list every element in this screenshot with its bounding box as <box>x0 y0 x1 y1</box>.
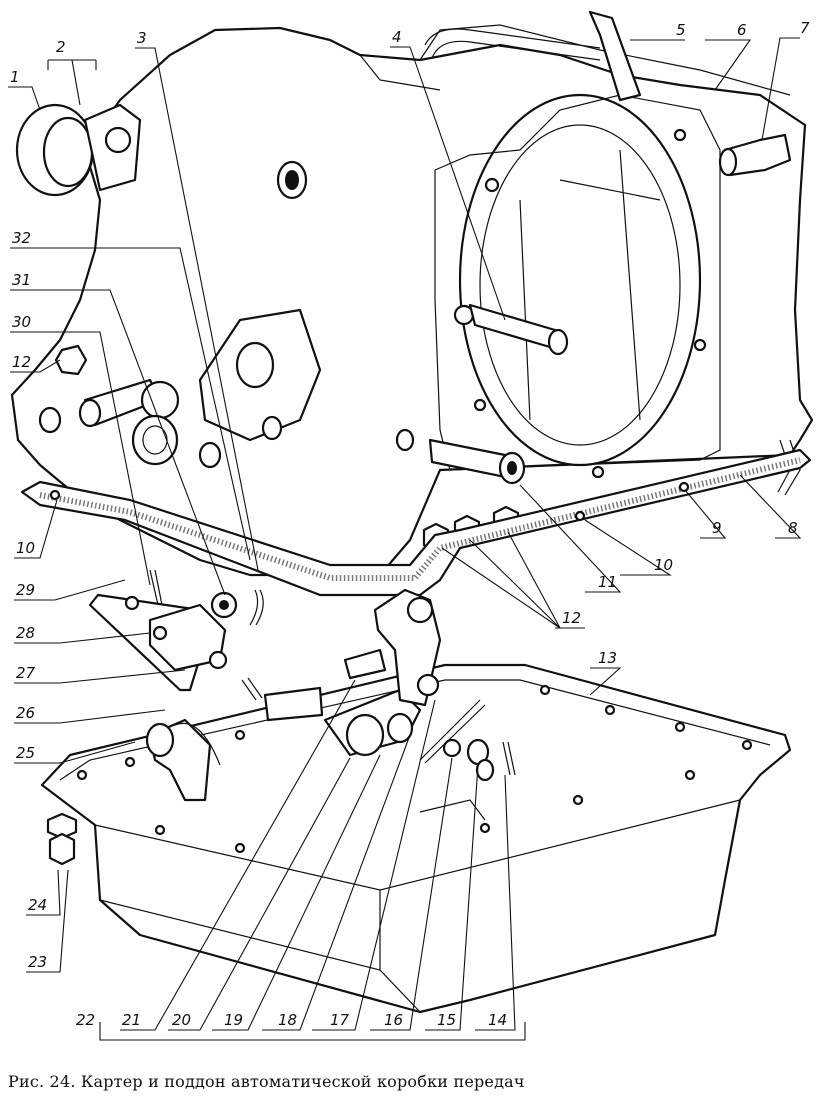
label-4: 4 <box>392 28 402 46</box>
label-20: 20 <box>172 1011 191 1029</box>
linkage-parts <box>88 569 516 802</box>
label-3: 3 <box>137 29 147 47</box>
gasket <box>20 448 812 597</box>
transmission-housing <box>10 10 814 577</box>
leader-lines <box>8 37 802 1041</box>
oil-pan <box>40 663 792 1014</box>
label-8: 8 <box>788 519 798 537</box>
label-23: 23 <box>28 953 47 971</box>
label-16: 16 <box>384 1011 403 1029</box>
label-12b: 12 <box>562 609 581 627</box>
label-26: 26 <box>16 704 35 722</box>
diagram-canvas: 1 2 3 4 5 6 7 8 9 10 10 11 12 12 13 14 1… <box>8 10 814 1041</box>
label-28: 28 <box>16 624 35 642</box>
label-14: 14 <box>488 1011 507 1029</box>
label-29: 29 <box>16 581 35 599</box>
label-24: 24 <box>28 896 47 914</box>
label-21: 21 <box>122 1011 141 1029</box>
label-11: 11 <box>598 573 617 591</box>
exploded-diagram: 1 2 3 4 5 6 7 8 9 10 10 11 12 12 13 14 1… <box>8 10 814 1041</box>
label-31: 31 <box>12 271 31 289</box>
label-2: 2 <box>56 38 66 56</box>
label-13: 13 <box>598 649 617 667</box>
figure-caption: Рис. 24. Картер и поддон автоматической … <box>8 1072 525 1091</box>
label-9: 9 <box>712 519 722 537</box>
label-1: 1 <box>10 68 20 86</box>
label-12: 12 <box>12 353 31 371</box>
label-25: 25 <box>16 744 35 762</box>
label-7: 7 <box>800 19 810 37</box>
label-17: 17 <box>330 1011 350 1029</box>
label-30: 30 <box>12 313 31 331</box>
label-6: 6 <box>737 21 747 39</box>
label-32: 32 <box>12 229 31 247</box>
label-15: 15 <box>437 1011 456 1029</box>
part-labels: 1 2 3 4 5 6 7 8 9 10 10 11 12 12 13 14 1… <box>10 19 810 1029</box>
label-5: 5 <box>676 21 686 39</box>
label-22: 22 <box>76 1011 95 1029</box>
label-10b: 10 <box>654 556 673 574</box>
label-10: 10 <box>16 539 35 557</box>
label-18: 18 <box>278 1011 297 1029</box>
label-19: 19 <box>224 1011 243 1029</box>
label-27: 27 <box>16 664 36 682</box>
